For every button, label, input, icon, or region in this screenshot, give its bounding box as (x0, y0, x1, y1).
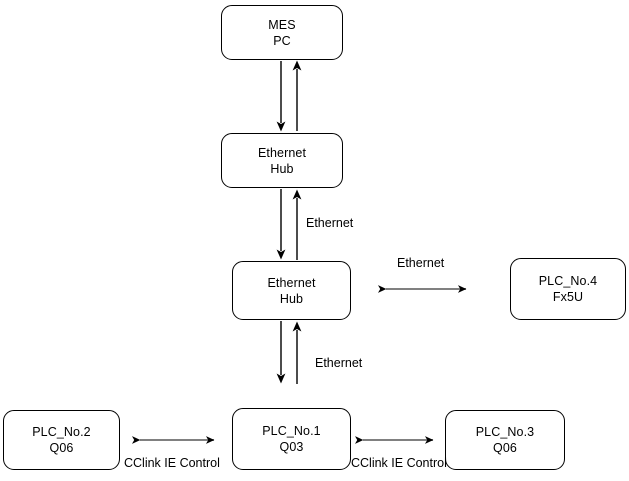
node-plc-no-2-line1: PLC_No.2 (32, 425, 91, 439)
node-plc-no-2[interactable]: PLC_No.2 Q06 (3, 410, 120, 470)
edge-label-plc1-to-plc3: CClink IE Control (351, 456, 447, 470)
node-plc-no-1[interactable]: PLC_No.1 Q03 (232, 408, 351, 470)
arrow-plc1-to-hub2-up (292, 321, 302, 384)
arrow-hub2-to-hub1-up (292, 189, 302, 260)
edge-label-plc2-to-plc1: CClink IE Control (124, 456, 220, 470)
node-plc-no-3[interactable]: PLC_No.3 Q06 (445, 410, 565, 470)
arrow-mes-to-hub1-down (276, 61, 286, 132)
node-plc-no-4[interactable]: PLC_No.4 Fx5U (510, 258, 626, 320)
node-plc-no-2-line2: Q06 (49, 441, 74, 455)
node-plc-no-4-line2: Fx5U (552, 290, 584, 304)
node-ethernet-hub-1-line1: Ethernet (257, 145, 307, 160)
node-mes-pc-line2: PC (273, 33, 291, 48)
node-plc-no-1-line2: Q03 (279, 440, 304, 454)
arrow-hub1-to-hub2-down (276, 189, 286, 260)
arrow-hub2-to-plc1-down (276, 321, 286, 384)
node-mes-pc[interactable]: MES PC (221, 5, 343, 60)
edge-label-hub1-to-hub2: Ethernet (306, 216, 354, 230)
node-plc-no-1-line1: PLC_No.1 (262, 424, 321, 438)
node-ethernet-hub-2-line1: Ethernet (267, 275, 316, 290)
node-plc-no-3-line2: Q06 (493, 441, 517, 455)
edge-label-hub2-to-plc1: Ethernet (315, 356, 363, 370)
node-plc-no-3-line1: PLC_No.3 (475, 425, 535, 439)
node-ethernet-hub-1-line2: Hub (270, 161, 294, 176)
node-ethernet-hub-2-line2: Hub (279, 291, 304, 306)
node-ethernet-hub-1[interactable]: Ethernet Hub (221, 133, 343, 188)
arrow-hub1-to-mes-up (292, 60, 302, 131)
node-ethernet-hub-2[interactable]: Ethernet Hub (232, 261, 351, 320)
edge-label-hub2-to-plc4: Ethernet (397, 256, 445, 270)
node-plc-no-4-line1: PLC_No.4 (538, 274, 598, 288)
node-mes-pc-line1: MES (268, 17, 296, 32)
